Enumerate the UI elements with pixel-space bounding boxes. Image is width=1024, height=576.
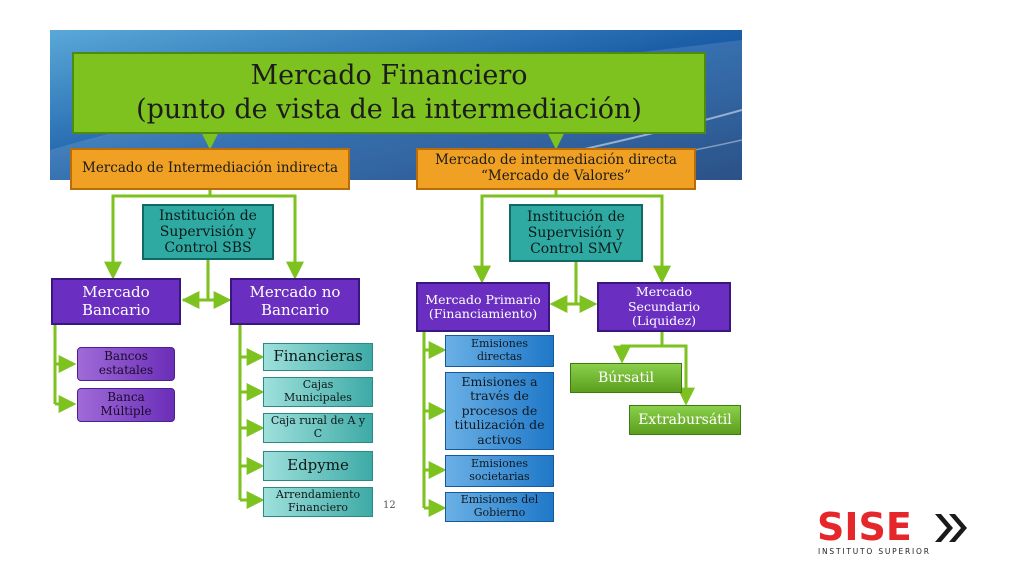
emisiones-gobierno-box: Emisiones del Gobierno [445, 492, 554, 522]
caja-rural-box: Caja rural de A y C [263, 413, 373, 443]
bancos-estatales-box: Bancos estatales [77, 347, 175, 381]
smv-line-3: Control SMV [530, 241, 622, 258]
smv-line-1: Institución de [527, 208, 625, 225]
logo-brand-text: SISE [817, 505, 912, 549]
banca-multiple-line-2: Múltiple [100, 404, 152, 418]
bursatil-label: Búrsatil [597, 369, 655, 386]
sise-logo: SISE INSTITUTO SUPERIOR [817, 504, 977, 560]
bancario-line-2: Bancario [82, 300, 150, 319]
bancos-estatales-line-1: Bancos [104, 349, 148, 364]
arrendamiento-box: Arrendamiento Financiero [263, 487, 373, 517]
mercado-bancario-box: Mercado Bancario [51, 278, 181, 325]
directas-line-1: Emisiones [470, 337, 528, 351]
financieras-box: Financieras [263, 343, 373, 371]
sbs-line-3: Control SBS [164, 240, 252, 257]
secundario-line-1: Mercado [635, 284, 693, 300]
banca-multiple-line-1: Banca [107, 390, 145, 405]
primario-line-2: (Financiamiento) [428, 306, 538, 321]
emisiones-titulizacion-box: Emisiones a través de procesos de tituli… [445, 372, 554, 450]
edpyme-box: Edpyme [263, 451, 373, 481]
logo-tagline-text: INSTITUTO SUPERIOR [818, 547, 931, 556]
caja-rural-line-2: C [313, 427, 323, 440]
directas-line-2: directas [476, 350, 523, 363]
no-bancario-line-1: Mercado no [249, 283, 341, 302]
arrendamiento-line-1: Arrendamiento [275, 488, 361, 502]
sbs-line-2: Supervisión y [159, 223, 257, 240]
titulizacion-line-5: activos [477, 431, 522, 447]
emisiones-societarias-box: Emisiones societarias [445, 455, 554, 487]
title-line-2: (punto de vista de la intermediación) [136, 94, 642, 125]
mercado-primario-box: Mercado Primario (Financiamiento) [416, 282, 550, 332]
extrabursatil-label: Extrabursátil [638, 411, 732, 428]
mercado-no-bancario-box: Mercado no Bancario [230, 278, 360, 325]
titulizacion-line-4: titulización de [454, 417, 545, 433]
sbs-supervision-box: Institución de Supervisión y Control SBS [142, 204, 274, 260]
titulizacion-line-3: procesos de [461, 402, 538, 418]
title-box: Mercado Financiero (punto de vista de la… [72, 52, 706, 134]
smv-supervision-box: Institución de Supervisión y Control SMV [509, 204, 643, 262]
edpyme-label: Edpyme [287, 456, 349, 475]
cajas-line-2: Municipales [284, 391, 352, 404]
sbs-line-1: Institución de [159, 207, 257, 224]
gobierno-line-2: Gobierno [473, 506, 526, 519]
mercado-secundario-box: Mercado Secundario (Liquidez) [597, 282, 731, 332]
direct-market-line-1: Mercado de intermediación directa [435, 152, 677, 169]
cajas-municipales-box: Cajas Municipales [263, 377, 373, 407]
page-number: 12 [383, 500, 396, 511]
caja-rural-line-1: Caja rural de A y [270, 414, 366, 428]
title-line-1: Mercado Financiero [250, 60, 528, 92]
titulizacion-line-2: través de [470, 388, 529, 404]
secundario-line-2: Secundario [627, 298, 700, 314]
gobierno-line-1: Emisiones del [460, 493, 539, 507]
bursatil-box: Búrsatil [570, 363, 682, 393]
banca-multiple-box: Banca Múltiple [77, 388, 175, 422]
societarias-line-1: Emisiones [470, 457, 528, 471]
emisiones-directas-box: Emisiones directas [445, 335, 554, 367]
no-bancario-line-2: Bancario [261, 300, 329, 319]
primario-line-1: Mercado Primario [425, 291, 541, 307]
sise-logo-graphic: SISE INSTITUTO SUPERIOR [817, 505, 967, 556]
indirect-market-box: Mercado de Intermediación indirecta [70, 148, 350, 190]
direct-market-box: Mercado de intermediación directa “Merca… [416, 148, 696, 190]
financieras-label: Financieras [273, 347, 363, 366]
smv-line-2: Supervisión y [527, 224, 625, 241]
secundario-line-3: (Liquidez) [631, 313, 697, 329]
arrendamiento-line-2: Financiero [288, 501, 348, 514]
societarias-line-2: societarias [469, 470, 530, 483]
bancos-estatales-line-2: estatales [98, 363, 154, 377]
cajas-line-1: Cajas [302, 378, 334, 392]
direct-market-line-2: “Mercado de Valores” [480, 168, 632, 184]
indirect-market-label: Mercado de Intermediación indirecta [82, 160, 338, 177]
titulizacion-line-1: Emisiones a [461, 374, 538, 390]
bancario-line-1: Mercado [82, 283, 150, 302]
extrabursatil-box: Extrabursátil [629, 405, 741, 435]
